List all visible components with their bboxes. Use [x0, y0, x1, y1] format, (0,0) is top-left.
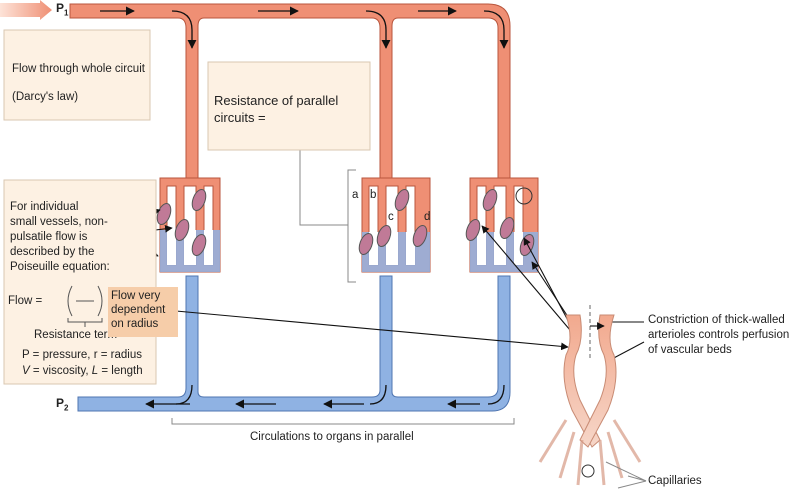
- venous-network: [77, 275, 511, 412]
- viscosity-length-label: V = viscosity, L = length: [22, 365, 143, 377]
- poiseuille-fraction: [67, 285, 103, 327]
- constriction-line3: of vascular beds: [648, 344, 732, 356]
- whole-circuit-label: Flow through whole circuit: [12, 63, 145, 75]
- flow-equation-label: Flow =: [8, 295, 43, 307]
- v-symbol: V: [22, 365, 30, 377]
- capillaries-label: Capillaries: [648, 475, 702, 487]
- vessel-d-label: d: [424, 211, 431, 223]
- poiseuille-box: [3, 179, 157, 385]
- p2-label: P2: [56, 396, 69, 413]
- flow-dependent-line1: Flow very: [111, 290, 161, 302]
- vessel-a-label: a: [352, 189, 359, 201]
- l-symbol: L: [91, 365, 99, 377]
- vessel-c-label: c: [388, 211, 394, 223]
- resistance-term-label: Resistance term: [34, 329, 118, 341]
- constriction-line1: Constriction of thick-walled: [648, 314, 785, 326]
- arteriole-illustration: [538, 305, 647, 489]
- organs-bracket: [171, 418, 515, 425]
- arterial-flow-arrows: [100, 6, 509, 49]
- individual-line1: For individual: [10, 201, 79, 213]
- p1-label: P1: [56, 1, 69, 18]
- parallel-resistance-line2: circuits =: [214, 110, 266, 125]
- inlet-arrow: [0, 0, 52, 20]
- parallel-resistance-box: [207, 61, 371, 151]
- flow-dependent-line2: dependent: [111, 304, 166, 316]
- pressure-radius-label: P = pressure, r = radius: [22, 349, 142, 361]
- venous-flow-arrows: [145, 384, 505, 409]
- flow-dependent-line3: on radius: [111, 318, 159, 330]
- capillary-bed-1: [156, 177, 221, 273]
- darcy-label: (Darcy's law): [12, 91, 79, 103]
- individual-line4: described by the: [10, 246, 95, 258]
- parallel-resistance-line1: Resistance of parallel: [214, 93, 339, 108]
- capillary-bed-3: [465, 177, 539, 273]
- constriction-line2: arterioles controls perfusion: [648, 329, 790, 341]
- individual-line5: Poiseuille equation:: [10, 261, 110, 273]
- individual-line3: pulsatile flow is: [10, 231, 88, 243]
- parallel-bracket: [299, 150, 356, 283]
- vessel-b-label: b: [370, 189, 377, 201]
- whole-circuit-box: [3, 29, 151, 121]
- capillary-bed-2: [358, 177, 431, 273]
- individual-line2: small vessels, non-: [10, 216, 108, 228]
- flow-dependent-highlight: Flow very dependent on radius: [108, 287, 178, 337]
- organs-parallel-label: Circulations to organs in parallel: [250, 431, 414, 443]
